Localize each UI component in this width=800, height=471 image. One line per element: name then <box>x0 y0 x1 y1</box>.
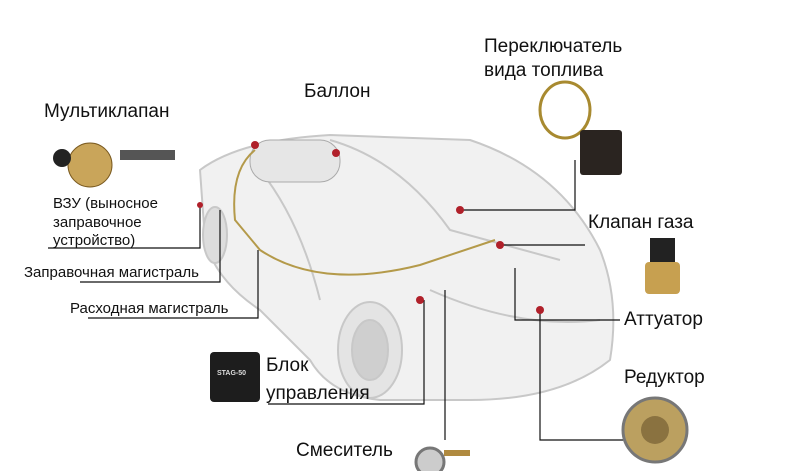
label-switch-1: Переключатель <box>484 36 623 57</box>
connection-markers <box>197 141 544 314</box>
fuel-switch-image <box>538 80 622 175</box>
mixer-image <box>414 446 470 471</box>
label-supply-line: Расходная магистраль <box>70 300 229 317</box>
label-vzu-1: ВЗУ (выносное <box>53 195 158 212</box>
label-vzu-3: устройство) <box>53 232 136 249</box>
label-filling-line: Заправочная магистраль <box>24 264 199 281</box>
label-actuator: Аттуатор <box>624 309 703 330</box>
reducer-image <box>621 396 689 464</box>
label-cylinder: Баллон <box>304 81 371 102</box>
cylinder-tank <box>249 139 341 183</box>
label-multivalve: Мультиклапан <box>44 101 170 122</box>
ecu-image <box>210 352 260 402</box>
label-mixer: Смеситель <box>296 440 393 461</box>
label-vzu-2: заправочное <box>53 214 142 231</box>
multivalve-image <box>53 142 175 188</box>
gas-pipe <box>233 149 496 276</box>
ecu-brand: STAG-50 <box>217 370 247 377</box>
gas-valve-image <box>645 238 680 294</box>
label-ecu-1: Блок <box>266 355 309 376</box>
leader-lines <box>48 160 630 441</box>
label-reducer: Редуктор <box>624 367 705 388</box>
label-switch-2: вида топлива <box>484 60 604 81</box>
label-gas-valve: Клапан газа <box>588 212 694 233</box>
label-ecu-2: управления <box>266 383 370 404</box>
